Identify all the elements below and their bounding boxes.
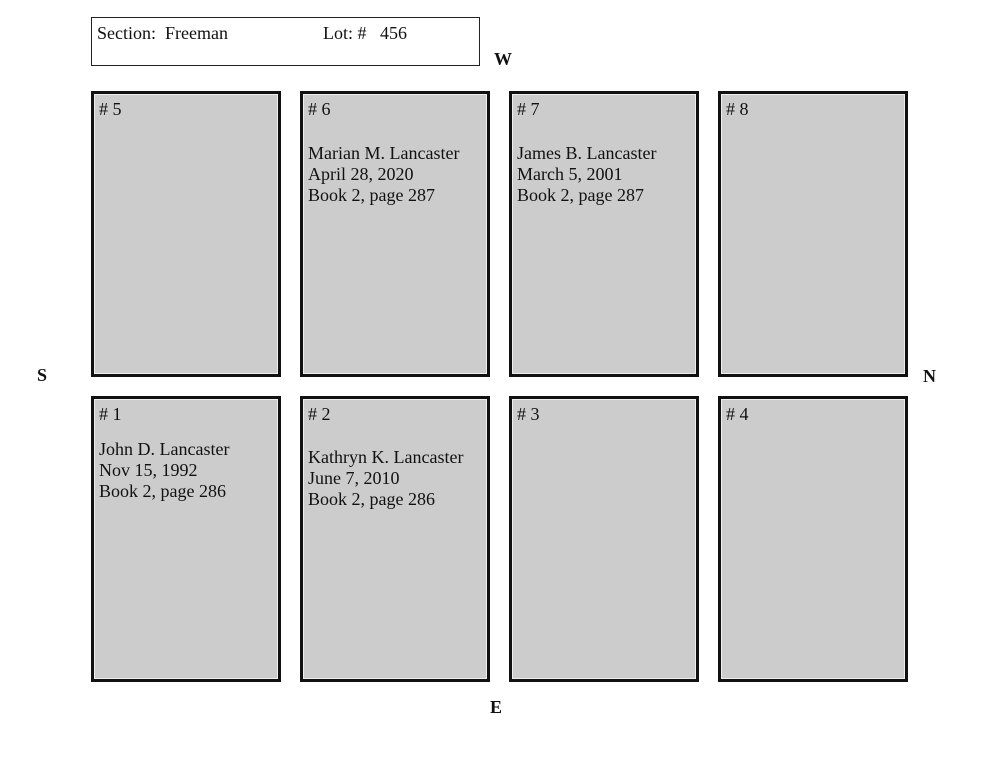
plot-number: # 5 [99,99,122,119]
plot-burial-info: James B. Lancaster March 5, 2001 Book 2,… [517,143,656,206]
plot-number: # 8 [726,99,749,119]
burial-date: April 28, 2020 [308,164,414,184]
burial-name: John D. Lancaster [99,439,230,459]
plot-number: # 2 [308,404,331,424]
burial-record: Book 2, page 286 [308,489,435,509]
plot-6: # 6 Marian M. Lancaster April 28, 2020 B… [300,91,490,377]
burial-name: Marian M. Lancaster [308,143,460,163]
plot-5: # 5 [91,91,281,377]
compass-west: W [494,49,512,69]
burial-date: June 7, 2010 [308,468,400,488]
plot-burial-info: Kathryn K. Lancaster June 7, 2010 Book 2… [308,447,463,510]
burial-record: Book 2, page 287 [517,185,644,205]
plot-number: # 3 [517,404,540,424]
burial-record: Book 2, page 286 [99,481,226,501]
plot-burial-info: Marian M. Lancaster April 28, 2020 Book … [308,143,459,206]
burial-record: Book 2, page 287 [308,185,435,205]
burial-name: James B. Lancaster [517,143,657,163]
plot-4: # 4 [718,396,908,682]
plot-2: # 2 Kathryn K. Lancaster June 7, 2010 Bo… [300,396,490,682]
burial-name: Kathryn K. Lancaster [308,447,464,467]
plot-number: # 6 [308,99,331,119]
plot-number: # 4 [726,404,749,424]
lot-number-label: Lot: # 456 [323,23,407,43]
compass-east: E [490,697,503,717]
section-label: Section: Freeman [97,23,228,43]
plot-number: # 7 [517,99,540,119]
plot-number: # 1 [99,404,122,424]
burial-date: Nov 15, 1992 [99,460,198,480]
compass-north: N [923,366,936,386]
plot-1: # 1 John D. Lancaster Nov 15, 1992 Book … [91,396,281,682]
plot-burial-info: John D. Lancaster Nov 15, 1992 Book 2, p… [99,439,229,502]
compass-south: S [37,365,48,385]
lot-header-box: Section: Freeman Lot: # 456 [91,17,480,66]
burial-date: March 5, 2001 [517,164,623,184]
plot-3: # 3 [509,396,699,682]
plot-7: # 7 James B. Lancaster March 5, 2001 Boo… [509,91,699,377]
plot-8: # 8 [718,91,908,377]
